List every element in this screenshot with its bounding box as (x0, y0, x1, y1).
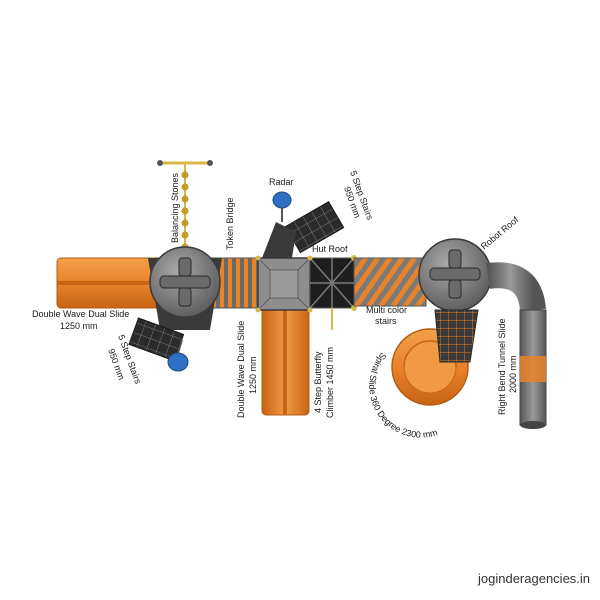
label-balancing-stones: Balancing Stones (170, 172, 180, 243)
label-center-slide-title: Double Wave Dual Slide (236, 321, 246, 418)
label-climber-size: Climber 1450 mm (325, 347, 335, 418)
label-hut-roof: Hut Roof (312, 244, 348, 254)
label-multi-color-stairs-line2: stairs (375, 316, 397, 326)
right-dome-tower (418, 238, 492, 312)
top-radar-icon (262, 191, 296, 258)
watermark: joginderagencies.in (477, 571, 590, 586)
hut-roof (309, 255, 357, 311)
label-token-bridge: Token Bridge (225, 197, 235, 250)
label-left-slide-size: 1250 mm (60, 321, 98, 331)
left-radar-icon (167, 339, 189, 372)
multi-color-stairs (353, 257, 427, 307)
net-climber (434, 309, 479, 363)
label-radar: Radar (269, 177, 294, 187)
label-center-slide-size: 1250 mm (248, 356, 258, 394)
balancing-stones (157, 160, 213, 256)
center-square-platform (257, 257, 311, 311)
connector-bolts (255, 255, 313, 313)
label-robot-roof: Robot Roof (479, 214, 521, 251)
label-tunnel-slide-title: Right Bend Tunnel Slide (497, 318, 507, 415)
label-multi-color-stairs-line1: Multi color (366, 305, 407, 315)
label-tunnel-slide-size: 2000 mm (508, 355, 518, 393)
right-bend-tunnel-slide (486, 262, 547, 429)
left-dome-tower (148, 246, 222, 330)
label-left-slide-title: Double Wave Dual Slide (32, 309, 129, 319)
center-double-wave-slide (261, 304, 310, 416)
label-climber-title: 4 Step Butterfly (313, 351, 323, 413)
